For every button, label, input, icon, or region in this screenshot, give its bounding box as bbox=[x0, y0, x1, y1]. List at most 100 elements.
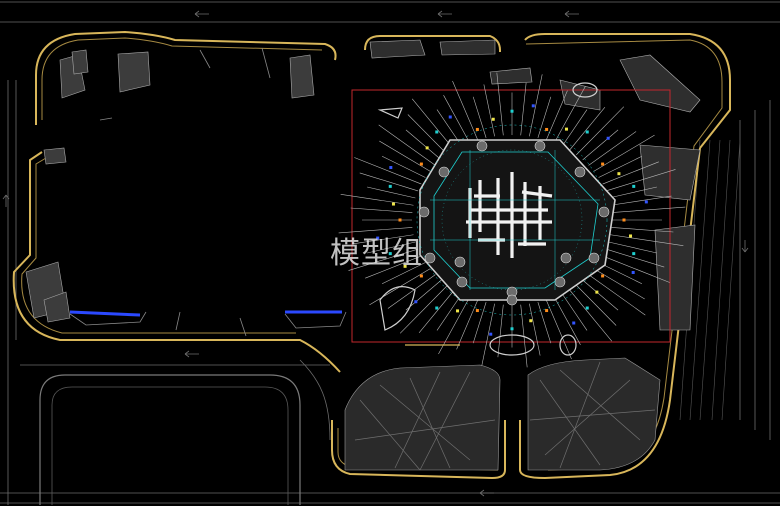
radial-line bbox=[436, 293, 463, 331]
radial-line bbox=[545, 90, 568, 141]
radial-line bbox=[379, 140, 431, 172]
radial-line bbox=[605, 248, 665, 268]
accent-mark bbox=[419, 274, 423, 278]
accent-mark bbox=[388, 184, 392, 188]
radial-line bbox=[381, 262, 426, 285]
accent-mark bbox=[601, 274, 605, 278]
radial-line bbox=[399, 284, 448, 334]
radial-line bbox=[576, 284, 617, 326]
accent-mark bbox=[456, 309, 460, 313]
radial-line bbox=[456, 299, 479, 350]
radial-line bbox=[407, 114, 448, 156]
accent-mark bbox=[631, 270, 635, 274]
core-columns bbox=[418, 140, 610, 306]
column bbox=[476, 140, 488, 152]
radial-line bbox=[588, 131, 637, 166]
accent-mark bbox=[435, 130, 439, 134]
accent-mark bbox=[389, 166, 393, 170]
radial-line bbox=[598, 262, 643, 285]
radial-line bbox=[496, 72, 504, 136]
accent-mark bbox=[644, 200, 648, 204]
accent-mark bbox=[585, 130, 589, 134]
column bbox=[598, 206, 610, 218]
radial-line bbox=[352, 234, 414, 245]
radial-line bbox=[418, 289, 455, 333]
radial-line bbox=[582, 129, 619, 161]
building-clusters-left bbox=[25, 49, 315, 323]
column bbox=[554, 276, 566, 288]
accent-mark bbox=[601, 162, 605, 166]
radial-line bbox=[610, 234, 684, 246]
accent-mark bbox=[403, 264, 407, 268]
accent-mark bbox=[425, 146, 429, 150]
radial-line bbox=[472, 302, 487, 344]
accent-mark bbox=[388, 252, 392, 256]
radial-line bbox=[367, 186, 416, 199]
accent-mark bbox=[491, 117, 495, 121]
radial-line bbox=[483, 84, 495, 137]
radial-line bbox=[387, 274, 436, 309]
accent-mark bbox=[391, 202, 395, 206]
radial-line bbox=[529, 74, 543, 137]
radial-line bbox=[576, 106, 625, 156]
radial-line bbox=[610, 195, 672, 206]
radial-line bbox=[593, 268, 645, 300]
accent-mark bbox=[376, 236, 380, 240]
accent-mark bbox=[564, 127, 568, 131]
column bbox=[506, 294, 518, 306]
radial-line bbox=[520, 82, 527, 136]
radial-line bbox=[537, 96, 552, 138]
radial-line bbox=[598, 155, 643, 178]
accent-mark bbox=[529, 319, 533, 323]
column bbox=[454, 256, 466, 268]
radial-line bbox=[340, 194, 414, 206]
accent-mark bbox=[414, 300, 418, 304]
accent-mark bbox=[629, 234, 633, 238]
site-boundary bbox=[12, 30, 731, 480]
accent-mark bbox=[448, 115, 452, 119]
radial-line bbox=[608, 186, 657, 199]
parking-area-outline bbox=[39, 374, 301, 505]
accent-mark bbox=[606, 136, 610, 140]
entrance-features bbox=[377, 82, 598, 356]
column bbox=[456, 276, 468, 288]
radial-line bbox=[411, 98, 455, 151]
radial-line bbox=[378, 124, 436, 166]
radial-line bbox=[602, 161, 659, 185]
accent-mark bbox=[632, 252, 636, 256]
accent-mark bbox=[435, 306, 439, 310]
accent-mark bbox=[475, 127, 479, 131]
radial-line bbox=[611, 206, 686, 213]
accent-mark bbox=[419, 162, 423, 166]
radial-line bbox=[553, 85, 586, 144]
accent-mark bbox=[585, 306, 589, 310]
column bbox=[438, 166, 450, 178]
column bbox=[574, 166, 586, 178]
radial-line bbox=[588, 274, 646, 316]
accent-mark bbox=[531, 104, 535, 108]
watermark-text: 模型组 bbox=[330, 236, 423, 271]
radial-line bbox=[569, 107, 606, 151]
radial-line bbox=[497, 304, 504, 358]
column bbox=[424, 252, 436, 264]
radial-line bbox=[537, 302, 552, 344]
column bbox=[588, 252, 600, 264]
accent-mark bbox=[632, 184, 636, 188]
radial-line bbox=[405, 129, 442, 161]
radial-line bbox=[605, 169, 676, 192]
radial-line bbox=[481, 303, 495, 366]
accent-mark bbox=[398, 218, 402, 222]
radial-lines bbox=[338, 72, 686, 368]
radial-line bbox=[350, 207, 413, 213]
radial-line bbox=[452, 80, 479, 141]
radial-line bbox=[359, 172, 419, 192]
building-clusters-lower bbox=[344, 357, 661, 471]
radial-line bbox=[443, 95, 471, 144]
radial-line bbox=[381, 155, 426, 178]
radial-line bbox=[611, 227, 674, 233]
radial-line bbox=[354, 157, 422, 185]
radial-line bbox=[338, 227, 413, 234]
column bbox=[534, 140, 546, 152]
